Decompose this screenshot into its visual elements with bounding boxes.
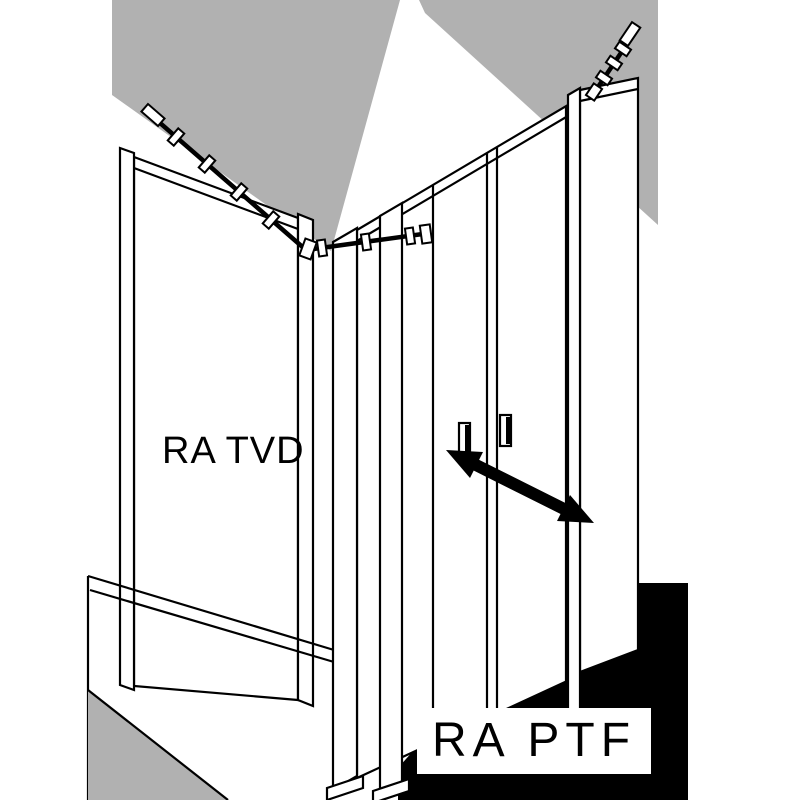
hinge-post	[378, 201, 404, 797]
arrow-head-upper-left	[446, 450, 483, 478]
rod-clamp	[229, 181, 249, 203]
tray-front-edge	[87, 689, 229, 800]
rod-clamp	[197, 153, 217, 175]
side-panel-end-post	[296, 212, 315, 708]
wall-bracket	[618, 20, 642, 48]
rod-clamp	[315, 238, 329, 258]
swing-direction-arrow-icon	[446, 450, 594, 523]
tray-inner-rim	[89, 588, 335, 664]
arrow-head-lower-right	[557, 495, 594, 523]
right-fixed-panel	[559, 76, 640, 753]
right-panel-post	[566, 86, 582, 746]
panel-clamp	[584, 82, 604, 102]
rod-clamp	[604, 54, 624, 72]
side-panel-glass	[132, 155, 300, 702]
wall-left	[112, 0, 400, 251]
shower-tray	[86, 574, 335, 800]
right-panel-glass	[578, 76, 640, 674]
rod-clamp	[166, 126, 186, 148]
label-ra-ptf: RA PTF	[431, 714, 637, 767]
corner-clamp	[298, 237, 318, 261]
side-panel-ra-tvd	[118, 146, 315, 708]
rod-clamp	[613, 40, 633, 58]
side-panel-wall-post	[118, 146, 136, 692]
right-panel-top-rail	[579, 87, 639, 103]
stabilizer-bar-left	[140, 102, 434, 261]
label-ra-tvd: RA TVD	[162, 430, 305, 472]
handle-shading	[506, 417, 510, 444]
handle-shading	[465, 425, 469, 452]
door-handle-left	[457, 421, 472, 456]
hinge-post-foot	[371, 777, 411, 800]
rod-end-block	[418, 223, 434, 245]
handle-body	[498, 413, 513, 448]
corner-post-foot	[325, 774, 365, 800]
wall-bracket	[140, 102, 166, 128]
rod-clamp	[261, 209, 281, 231]
stabilizer-bar-right	[584, 20, 642, 102]
label-ra-ptf-box: RA PTF	[417, 708, 651, 774]
rod-clamp	[594, 69, 614, 87]
tray-back-rim	[87, 574, 335, 652]
arrow-shaft	[471, 458, 569, 516]
rod-clamp	[403, 226, 417, 246]
rod-clamp	[359, 232, 373, 252]
door-handle-right	[498, 413, 513, 448]
corner-post	[331, 226, 359, 792]
